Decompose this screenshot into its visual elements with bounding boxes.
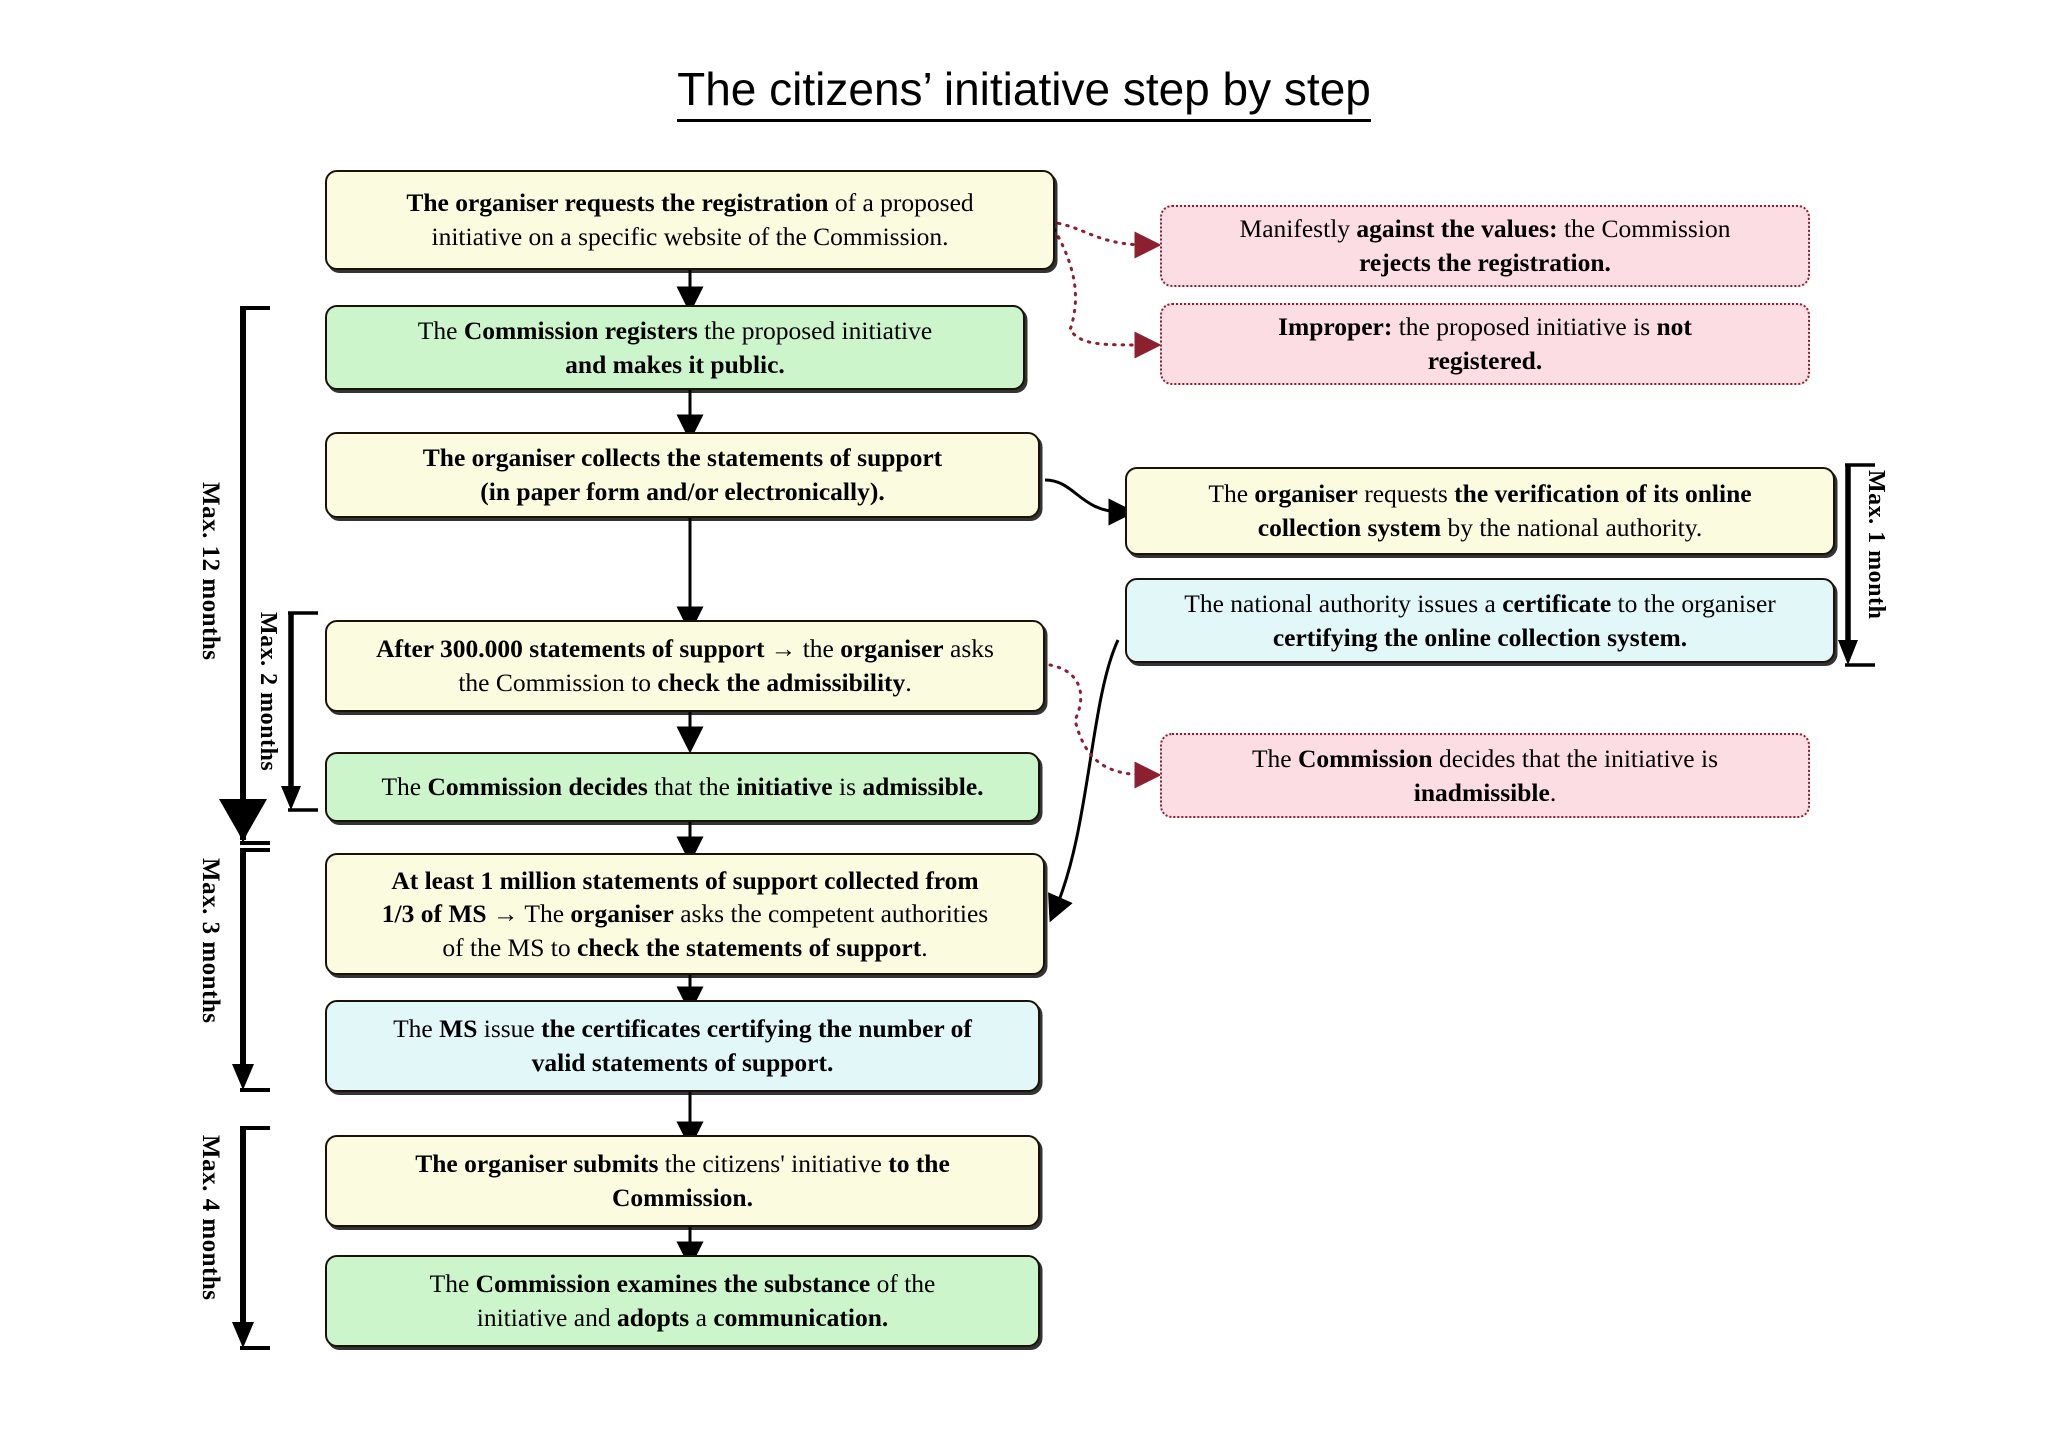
duration-4-months-label: Max. 4 months	[197, 1135, 224, 1301]
step-300000-admissibility: After 300.000 statements of support → th…	[325, 620, 1045, 712]
step-one-million: At least 1 million statements of support…	[325, 853, 1045, 975]
duration-12-months-label: Max. 12 months	[197, 482, 224, 661]
reject-against-values-text: Manifestly against the values: the Commi…	[1239, 214, 1731, 277]
step-300000-admissibility-text: After 300.000 statements of support → th…	[376, 634, 994, 697]
step-collect-statements-text: The organiser collects the statements of…	[422, 443, 943, 506]
side-certificate-issued: The national authority issues a certific…	[1125, 578, 1835, 663]
bracket-3-months	[232, 848, 270, 1092]
step-commission-examines: The Commission examines the substance of…	[325, 1255, 1040, 1347]
page-title: The citizens’ initiative step by step	[0, 62, 2048, 122]
step-commission-registers: The Commission registers the proposed in…	[325, 305, 1025, 390]
step-organiser-submits: The organiser submits the citizens' init…	[325, 1135, 1040, 1227]
step-ms-certificates-text: The MS issue the certificates certifying…	[393, 1014, 972, 1077]
bracket-4-months	[232, 1126, 270, 1350]
step-commission-admissible: The Commission decides that the initiati…	[325, 752, 1040, 822]
side-verification-request: The organiser requests the verification …	[1125, 467, 1835, 555]
reject-inadmissible: The Commission decides that the initiati…	[1160, 733, 1810, 818]
step-collect-statements: The organiser collects the statements of…	[325, 432, 1040, 518]
step-organiser-submits-text: The organiser submits the citizens' init…	[415, 1149, 950, 1212]
step-commission-registers-text: The Commission registers the proposed in…	[417, 315, 933, 379]
duration-1-month-label: Max. 1 month	[1863, 470, 1889, 620]
branch-to-verification	[1044, 478, 1136, 526]
side-verification-request-text: The organiser requests the verification …	[1208, 479, 1752, 542]
reject-improper: Improper: the proposed initiative is not…	[1160, 303, 1810, 385]
step-request-registration-text: The organiser requests the registration …	[406, 188, 974, 251]
duration-3-months-label: Max. 3 months	[197, 858, 224, 1024]
reject-improper-text: Improper: the proposed initiative is not…	[1278, 312, 1692, 375]
step-request-registration: The organiser requests the registration …	[325, 170, 1055, 270]
step-commission-examines-text: The Commission examines the substance of…	[429, 1269, 936, 1332]
side-certificate-issued-text: The national authority issues a certific…	[1184, 588, 1776, 652]
bracket-2-months	[281, 611, 318, 812]
step-commission-admissible-text: The Commission decides that the initiati…	[381, 772, 984, 802]
reject-inadmissible-text: The Commission decides that the initiati…	[1251, 743, 1719, 807]
branch-certificate-to-million	[1048, 639, 1120, 923]
page-title-text: The citizens’ initiative step by step	[677, 63, 1371, 122]
step-ms-certificates: The MS issue the certificates certifying…	[325, 1000, 1040, 1092]
reject-against-values: Manifestly against the values: the Commi…	[1160, 205, 1810, 287]
step-one-million-text: At least 1 million statements of support…	[381, 865, 989, 962]
duration-2-months-label: Max. 2 months	[255, 612, 281, 772]
